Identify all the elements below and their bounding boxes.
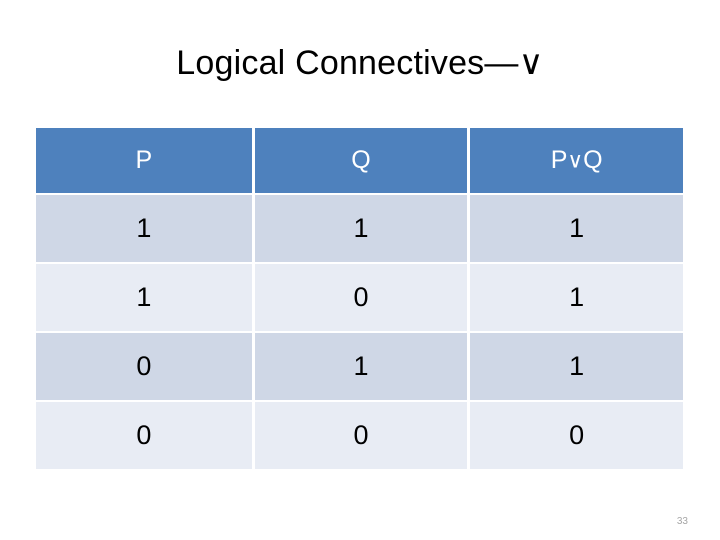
table-row: 1 0 1: [36, 264, 683, 333]
truth-table: P Q P∨Q 1 1 1 1 0 1 0: [36, 128, 683, 469]
cell-p: 0: [36, 333, 252, 402]
cell-q: 0: [251, 264, 468, 333]
truth-table-header: P Q P∨Q: [36, 128, 683, 195]
logical-or-icon: ∨: [567, 148, 584, 173]
slide-number: 33: [676, 516, 688, 527]
cell-result: 0: [467, 402, 683, 469]
cell-result: 1: [467, 195, 683, 264]
table-header-row: P Q P∨Q: [36, 128, 683, 195]
cell-p: 1: [36, 195, 252, 264]
truth-table-body: 1 1 1 1 0 1 0 1 1 0 0 0: [36, 195, 683, 469]
cell-q: 1: [251, 195, 468, 264]
cell-result: 1: [467, 333, 683, 402]
cell-q: 1: [251, 333, 468, 402]
table-row: 0 0 0: [36, 402, 683, 469]
column-header-q: Q: [251, 128, 468, 195]
cell-result: 1: [467, 264, 683, 333]
table-row: 0 1 1: [36, 333, 683, 402]
page-title: Logical Connectives—∨: [176, 44, 544, 82]
column-header-p-or-q: P∨Q: [467, 128, 683, 195]
operand-left-label: P: [550, 146, 568, 174]
table-row: 1 1 1: [36, 195, 683, 264]
column-header-p-label: P: [135, 146, 153, 174]
operand-right-label: Q: [583, 146, 603, 174]
cell-p: 0: [36, 402, 252, 469]
cell-p: 1: [36, 264, 252, 333]
cell-q: 0: [251, 402, 468, 469]
column-header-q-label: Q: [351, 146, 371, 174]
column-header-p: P: [36, 128, 252, 195]
